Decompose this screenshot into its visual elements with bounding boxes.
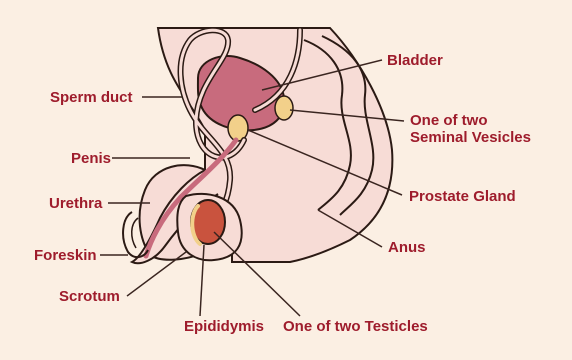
label-foreskin: Foreskin bbox=[34, 247, 97, 264]
label-seminal-vesicle-line2: Seminal Vesicles bbox=[410, 129, 531, 146]
label-sperm-duct: Sperm duct bbox=[50, 89, 133, 106]
label-seminal-vesicle-line1: One of two bbox=[410, 112, 488, 129]
label-epididymis: Epididymis bbox=[184, 318, 264, 335]
label-urethra: Urethra bbox=[49, 195, 103, 212]
label-bladder: Bladder bbox=[387, 52, 443, 69]
label-testicles: One of two Testicles bbox=[283, 318, 428, 335]
prostate-organ bbox=[228, 115, 248, 141]
label-scrotum: Scrotum bbox=[59, 288, 120, 305]
seminal-vesicle-organ bbox=[275, 96, 293, 120]
label-anus: Anus bbox=[388, 239, 426, 256]
label-prostate: Prostate Gland bbox=[409, 188, 516, 205]
label-penis: Penis bbox=[71, 150, 111, 167]
